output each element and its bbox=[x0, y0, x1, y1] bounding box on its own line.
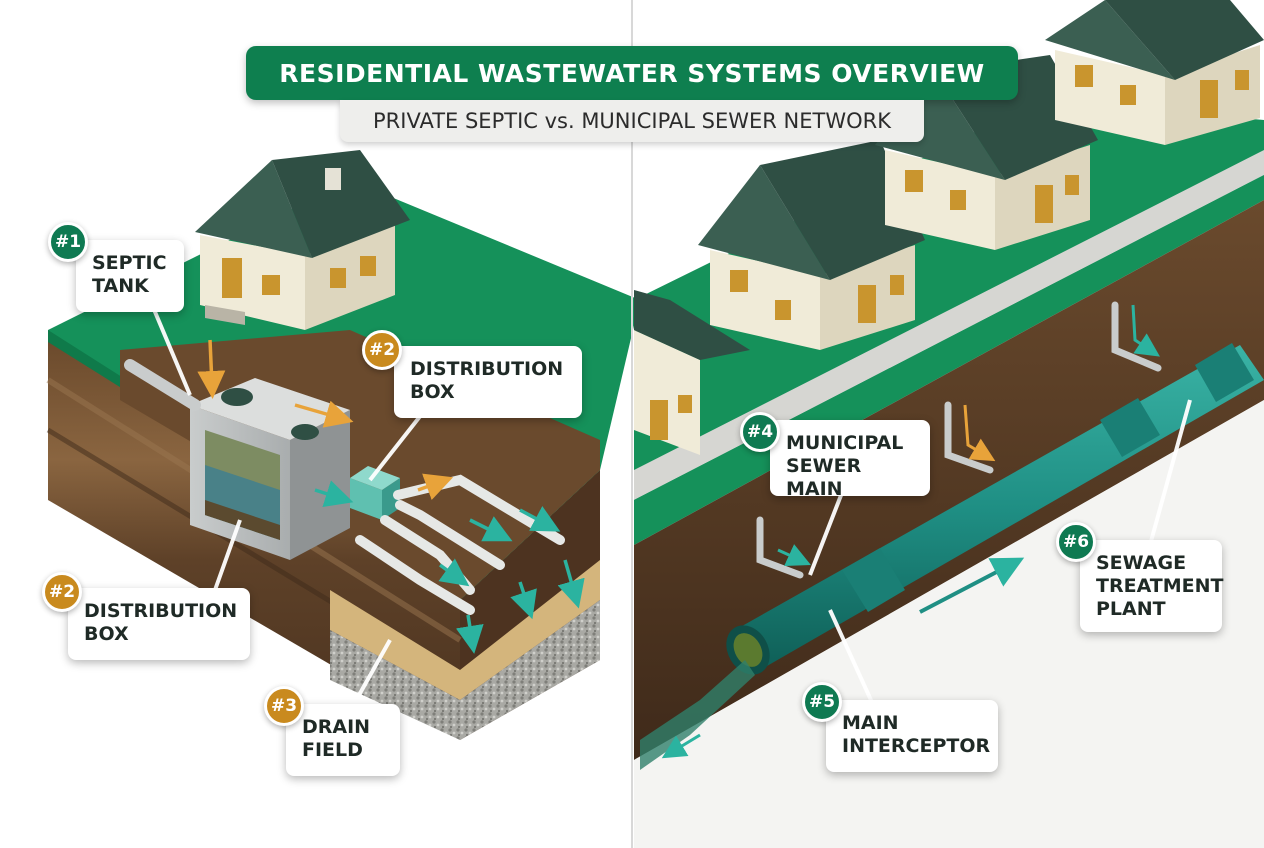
badge-distribution-box-upper: #2 bbox=[362, 330, 402, 370]
callout-label: MUNICIPAL SEWER MAIN bbox=[786, 432, 904, 500]
badge-drain-field: #3 bbox=[264, 686, 304, 726]
callout-label: SEPTIC TANK bbox=[92, 252, 167, 297]
callout-label: DISTRIBUTION BOX bbox=[410, 358, 564, 403]
callout-drain-field: DRAIN FIELD bbox=[286, 704, 400, 776]
callout-label: DISTRIBUTION BOX bbox=[84, 600, 238, 645]
badge-septic-tank: #1 bbox=[48, 222, 88, 262]
title-banner: RESIDENTIAL WASTEWATER SYSTEMS OVERVIEW bbox=[246, 46, 1018, 100]
street-house-1 bbox=[634, 290, 750, 455]
sidewalk bbox=[634, 150, 1264, 500]
badge-number: #3 bbox=[270, 696, 298, 716]
sewer-flow-arrows bbox=[661, 557, 1025, 759]
badge-number: #6 bbox=[1062, 532, 1090, 552]
callout-distribution-box-upper: DISTRIBUTION BOX bbox=[394, 346, 582, 418]
septic-house bbox=[195, 150, 410, 330]
street-house-4 bbox=[1045, 0, 1264, 145]
subtitle-banner: PRIVATE SEPTIC vs. MUNICIPAL SEWER NETWO… bbox=[340, 100, 924, 142]
callout-sewage-treatment-plant: SEWAGE TREATMENT PLANT bbox=[1080, 540, 1224, 632]
badge-number: #2 bbox=[368, 340, 396, 360]
badge-number: #2 bbox=[48, 582, 76, 602]
drain-field-gravel bbox=[330, 600, 600, 740]
drain-field-sand bbox=[330, 560, 600, 700]
badge-number: #4 bbox=[746, 422, 774, 442]
callout-label: DRAIN FIELD bbox=[302, 716, 371, 761]
distribution-box-graphic bbox=[350, 466, 400, 520]
page-subtitle: PRIVATE SEPTIC vs. MUNICIPAL SEWER NETWO… bbox=[373, 109, 891, 133]
lateral-flow-arrows bbox=[777, 304, 1160, 566]
badge-number: #5 bbox=[808, 692, 836, 712]
callout-label: MAIN INTERCEPTOR bbox=[842, 712, 991, 757]
page-title: RESIDENTIAL WASTEWATER SYSTEMS OVERVIEW bbox=[279, 58, 985, 88]
badge-sewage-treatment-plant: #6 bbox=[1056, 522, 1096, 562]
badge-distribution-box-lower: #2 bbox=[42, 572, 82, 612]
badge-municipal-sewer-main: #4 bbox=[740, 412, 780, 452]
badge-main-interceptor: #5 bbox=[802, 682, 842, 722]
septic-flow-arrows bbox=[197, 339, 585, 654]
badge-number: #1 bbox=[54, 232, 82, 252]
septic-tank-graphic bbox=[190, 378, 350, 560]
callout-main-interceptor: MAIN INTERCEPTOR bbox=[826, 700, 998, 772]
callout-septic-tank: SEPTIC TANK bbox=[76, 240, 184, 312]
callout-distribution-box-lower: DISTRIBUTION BOX bbox=[68, 588, 250, 660]
street-house-2 bbox=[698, 140, 925, 350]
lateral-pipes bbox=[756, 301, 1162, 579]
callout-label: SEWAGE TREATMENT PLANT bbox=[1096, 552, 1224, 620]
callout-municipal-sewer-main: MUNICIPAL SEWER MAIN bbox=[770, 420, 930, 500]
